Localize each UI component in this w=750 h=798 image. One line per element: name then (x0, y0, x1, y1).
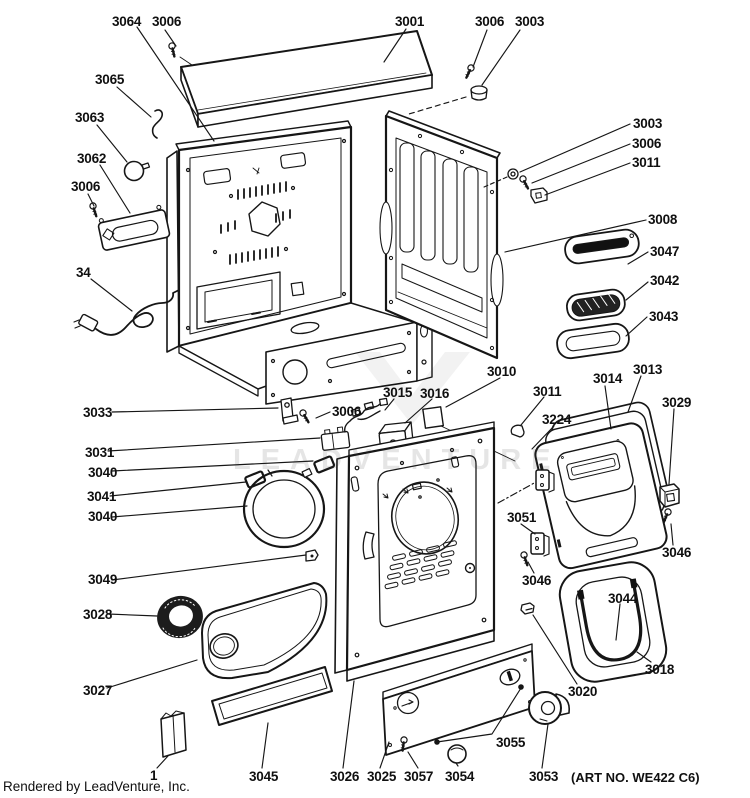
control-board-part (565, 288, 626, 322)
callout-3043: 3043 (649, 309, 679, 324)
callout-3049: 3049 (88, 572, 118, 587)
callout-3006: 3006 (475, 14, 505, 29)
callout-3028: 3028 (83, 607, 113, 622)
hardware-parts (164, 40, 548, 204)
lint-duct-parts (157, 582, 333, 758)
callout-3001: 3001 (395, 14, 425, 29)
callout-3006: 3006 (332, 404, 362, 419)
callout-3063: 3063 (75, 110, 105, 125)
callout-3041: 3041 (87, 489, 117, 504)
callout-3013: 3013 (633, 362, 663, 377)
front-panel-part (334, 421, 496, 682)
art-number: (ART NO. WE422 C6) (571, 770, 700, 785)
callout-3057: 3057 (404, 769, 434, 784)
callout-3014: 3014 (593, 371, 623, 386)
leader-lines (87, 26, 675, 769)
callout-3006: 3006 (632, 136, 662, 151)
callout-3025: 3025 (367, 769, 397, 784)
callout-3040: 3040 (88, 509, 118, 524)
callout-3065: 3065 (95, 72, 125, 87)
callout-3008: 3008 (648, 212, 678, 227)
access-panel-parts (382, 643, 571, 764)
callout-3054: 3054 (445, 769, 475, 784)
callout-3011: 3011 (632, 155, 661, 170)
top-panel-part (180, 30, 433, 128)
callout-3015: 3015 (383, 385, 413, 400)
back-panel-part (379, 110, 504, 360)
callout-1: 1 (150, 768, 158, 783)
callout-3018: 3018 (645, 662, 675, 677)
callout-3006: 3006 (152, 14, 182, 29)
callout-3011: 3011 (533, 384, 562, 399)
callout-3031: 3031 (85, 445, 115, 460)
callout-3045: 3045 (249, 769, 279, 784)
left-small-parts (73, 109, 180, 336)
drum-seal-parts (242, 455, 336, 562)
callout-3053: 3053 (529, 769, 559, 784)
callout-3055: 3055 (496, 735, 526, 750)
console-end-cap-part (564, 228, 640, 265)
callout-3040: 3040 (88, 465, 118, 480)
door-assembly-parts (516, 401, 680, 683)
callout-3003: 3003 (633, 116, 663, 131)
callout-3044: 3044 (608, 591, 638, 606)
callout-3016: 3016 (420, 386, 450, 401)
callout-3047: 3047 (650, 244, 680, 259)
callout-3062: 3062 (77, 151, 107, 166)
console-lens-part (556, 322, 630, 360)
callout-3006: 3006 (71, 179, 101, 194)
callout-3029: 3029 (662, 395, 692, 410)
callout-3046: 3046 (522, 573, 552, 588)
middle-small-parts (280, 397, 567, 462)
callout-3027: 3027 (83, 683, 113, 698)
callout-3033: 3033 (83, 405, 113, 420)
callout-3224: 3224 (542, 412, 572, 427)
cabinet-part (166, 120, 433, 405)
callout-3042: 3042 (650, 273, 680, 288)
callout-3020: 3020 (568, 684, 598, 699)
callout-3010: 3010 (487, 364, 517, 379)
callout-3051: 3051 (507, 510, 537, 525)
callout-3003: 3003 (515, 14, 545, 29)
callout-3046: 3046 (662, 545, 692, 560)
callout-3064: 3064 (112, 14, 142, 29)
callout-3026: 3026 (330, 769, 360, 784)
watermark-v-logo (355, 352, 470, 425)
renderer-credit: Rendered by LeadVenture, Inc. (3, 779, 190, 794)
callout-34: 34 (76, 265, 91, 280)
